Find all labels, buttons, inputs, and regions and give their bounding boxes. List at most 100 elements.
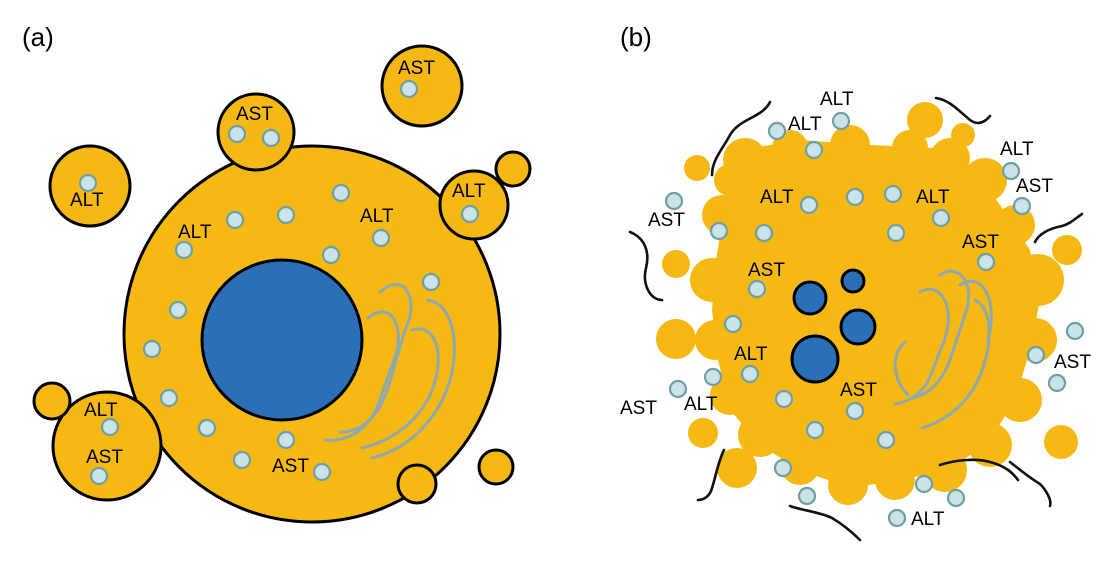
enzyme-dot [931, 208, 951, 228]
enzyme-dot [976, 252, 996, 272]
enzyme-dot [767, 121, 787, 141]
enzyme-dot [1047, 373, 1067, 393]
enzyme-dot [804, 140, 824, 160]
enzyme-dot [914, 474, 934, 494]
enzyme-dot [876, 430, 896, 450]
ast-label: AST [962, 232, 999, 253]
enzyme-dot [142, 339, 162, 359]
enzyme-dot [886, 223, 906, 243]
small-vesicle [396, 463, 438, 505]
enzyme-dot [168, 300, 188, 320]
alt-label: ALT [452, 181, 486, 202]
enzyme-dot [1012, 196, 1032, 216]
enzyme-dot [887, 508, 907, 528]
panel-b-label: (b) [620, 22, 652, 52]
alt-label: ALT [734, 344, 768, 365]
enzyme-dot [399, 79, 419, 99]
panel-b: (b) [620, 22, 1091, 542]
enzyme-dot [100, 417, 120, 437]
enzymes-inside-cell-b [723, 140, 996, 450]
enzyme-dot [773, 458, 793, 478]
enzyme-dot [276, 430, 296, 450]
alt-label: ALT [916, 187, 950, 208]
enzyme-dot [276, 205, 296, 225]
enzyme-dot [747, 279, 767, 299]
vesicle-ast-top [216, 92, 296, 172]
enzyme-dot [174, 240, 194, 260]
alt-label: ALT [1000, 139, 1034, 160]
hepatocyte-nucleus [200, 258, 364, 422]
enzyme-dot [805, 420, 825, 440]
enzyme-dot [845, 401, 865, 421]
enzyme-dot [946, 488, 966, 508]
necrotic-cell-body [690, 123, 1064, 505]
enzyme-dot [774, 389, 794, 409]
enzyme-dot [1026, 345, 1046, 365]
ast-label: AST [648, 210, 685, 231]
enzyme-dot [1065, 321, 1085, 341]
enzyme-dot [225, 210, 245, 230]
alt-label: ALT [360, 206, 394, 227]
enzyme-dot [845, 187, 865, 207]
alt-label: ALT [820, 89, 854, 110]
enzyme-dot [797, 486, 817, 506]
detached-blebs [656, 102, 1082, 488]
enzyme-dot [664, 191, 684, 211]
endoplasmic-reticulum [323, 283, 456, 460]
enzyme-dot [799, 195, 819, 215]
fragmented-nucleus [790, 268, 877, 384]
enzyme-dot [668, 379, 688, 399]
alt-label: ALT [911, 509, 945, 530]
vesicle-alt-ast-bottom-left [51, 390, 163, 502]
alt-label: ALT [70, 190, 104, 211]
vesicle-alt-right [438, 169, 510, 241]
small-vesicle [477, 448, 515, 486]
alt-label: ALT [84, 400, 118, 421]
small-vesicle [494, 150, 532, 188]
vesicle-ast-top-right [380, 44, 464, 128]
enzyme-dot [371, 228, 391, 248]
enzyme-dot [754, 223, 774, 243]
ast-label: AST [398, 58, 435, 79]
enzyme-dot [723, 314, 743, 334]
enzyme-dot [321, 245, 341, 265]
enzyme-dot [709, 221, 729, 241]
ast-label: AST [236, 104, 273, 125]
enzyme-dot [883, 184, 903, 204]
ast-label: AST [748, 260, 785, 281]
enzyme-dot [331, 183, 351, 203]
enzyme-dot [227, 124, 247, 144]
enzyme-dot [831, 111, 851, 131]
ast-label: AST [272, 456, 309, 477]
membrane-debris [628, 96, 1084, 542]
enzyme-dot [261, 128, 281, 148]
alt-label: ALT [684, 394, 718, 415]
enzyme-dot [159, 388, 179, 408]
enzyme-dot [740, 364, 760, 384]
panel-a-label: (a) [22, 22, 54, 52]
panel-a: (a) ALT ALT AS [22, 22, 532, 524]
enzyme-dot [78, 173, 98, 193]
vesicle-alt-left [48, 144, 132, 228]
enzyme-dot [1001, 161, 1021, 181]
released-enzymes [664, 111, 1085, 528]
enzyme-dot [89, 466, 109, 486]
enzyme-dot [312, 462, 332, 482]
ast-label: AST [1054, 352, 1091, 373]
small-vesicle [32, 381, 72, 421]
ast-label: AST [840, 380, 877, 401]
alt-label: ALT [760, 187, 794, 208]
ast-label: AST [620, 398, 657, 419]
ast-label: AST [1016, 176, 1053, 197]
ast-label: AST [86, 447, 123, 468]
enzymes-inside-cell-a [142, 183, 441, 482]
alt-label: ALT [178, 222, 212, 243]
enzyme-dot [703, 367, 723, 387]
disrupted-endoplasmic-reticulum [893, 269, 993, 430]
alt-label: ALT [788, 114, 822, 135]
enzyme-dot [421, 272, 441, 292]
enzyme-dot [232, 450, 252, 470]
enzyme-dot [460, 204, 480, 224]
enzyme-dot [197, 418, 217, 438]
